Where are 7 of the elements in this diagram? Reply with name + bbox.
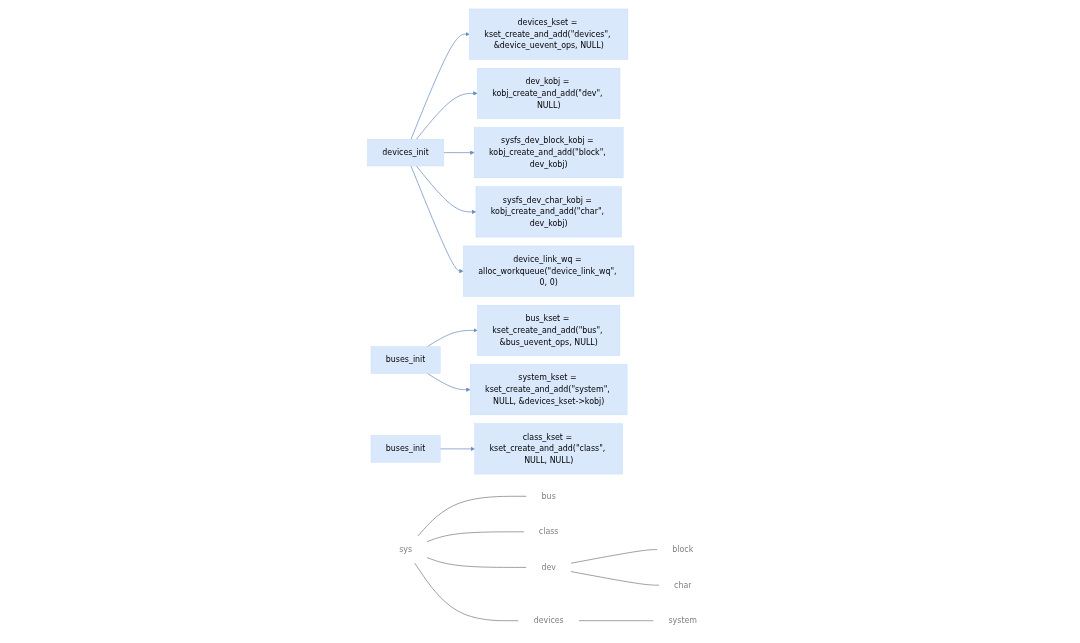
connector	[414, 562, 520, 622]
connector	[570, 571, 660, 586]
connector	[578, 620, 655, 622]
connector	[570, 549, 659, 564]
connector	[426, 531, 525, 543]
connector	[426, 557, 528, 568]
connector	[417, 495, 528, 537]
